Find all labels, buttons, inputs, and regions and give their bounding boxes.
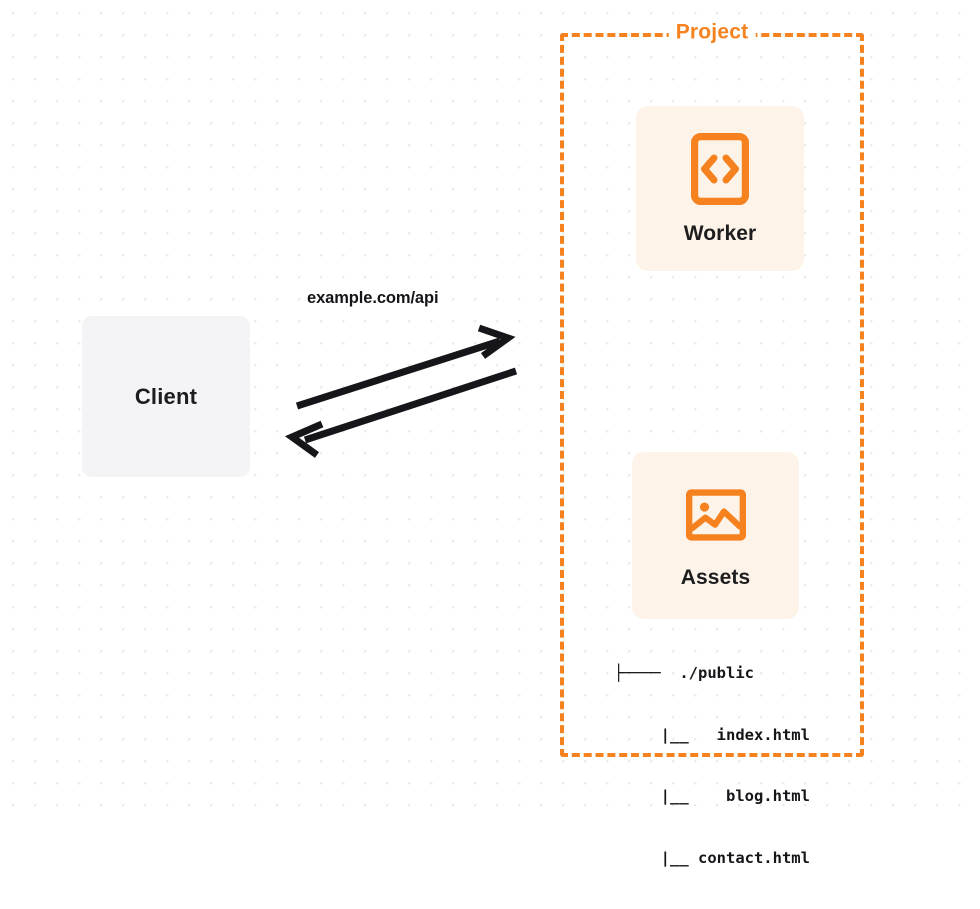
code-brackets-icon	[690, 132, 750, 206]
response-arrow-icon	[284, 367, 518, 458]
worker-label: Worker	[683, 221, 757, 245]
file-tree-row: |__ index.html	[614, 725, 810, 744]
connection-label: example.com/api	[307, 289, 439, 307]
assets-label: Assets	[680, 565, 751, 589]
diagram-canvas: Client example.com/api Project	[0, 0, 980, 867]
worker-card[interactable]: Worker	[636, 106, 804, 271]
client-node[interactable]: Client	[82, 316, 250, 477]
project-title: Project	[668, 20, 756, 45]
project-container: Project Worker Assets	[560, 20, 864, 867]
assets-file-tree: ├──── ./public |__ index.html |__ blog.h…	[614, 622, 810, 909]
file-tree-row: ├──── ./public	[614, 664, 754, 682]
image-icon	[685, 482, 746, 548]
client-label: Client	[134, 383, 198, 409]
file-tree-row: |__ blog.html	[614, 787, 810, 805]
assets-card[interactable]: Assets	[632, 452, 799, 619]
file-tree-row: |__ contact.html	[614, 848, 810, 867]
request-arrow-icon	[295, 324, 516, 410]
